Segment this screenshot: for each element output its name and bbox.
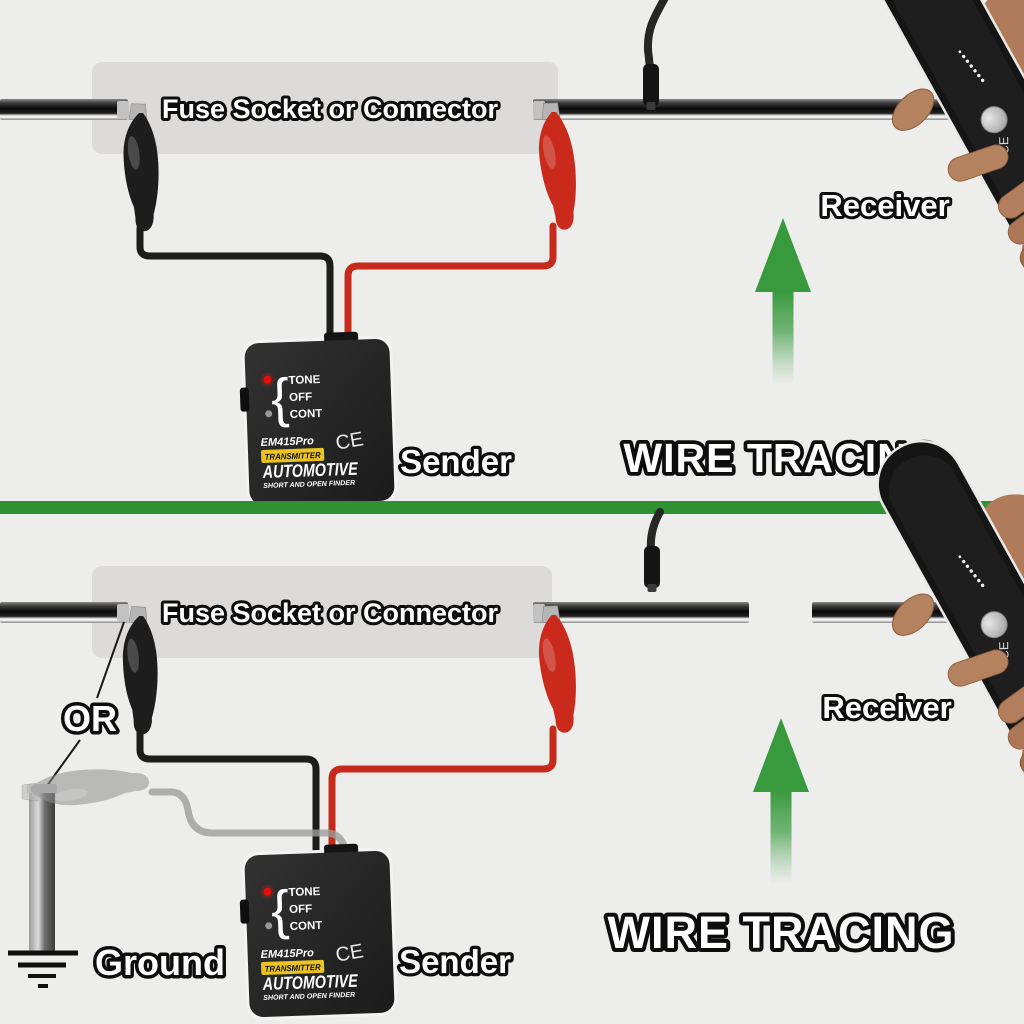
wire-end-tip <box>533 101 545 118</box>
panel-top: Fuse Socket or Connector Sender Receiver… <box>0 0 1024 509</box>
receiver-probe-nub <box>646 102 656 110</box>
red-test-lead <box>328 725 557 862</box>
panel-bottom: Fuse Socket or Connector OR Ground Sende… <box>0 384 1024 1021</box>
or-pointer-line-to-clip <box>96 621 125 699</box>
transmitter-sender-device <box>237 842 398 1021</box>
or-label: OR <box>63 698 117 739</box>
ground-symbol-icon <box>8 950 78 988</box>
receiver-probe-tip <box>644 546 660 588</box>
ground-label: Ground <box>95 942 225 983</box>
fuse-label-box <box>92 62 558 154</box>
ground-post <box>29 788 55 954</box>
receiver-probe-tip <box>643 64 659 106</box>
fuse-label-box <box>92 566 552 658</box>
transmitter-sender-device <box>237 330 398 509</box>
receiver-label: Receiver <box>822 690 951 725</box>
receiver-label: Receiver <box>820 188 949 223</box>
fuse-socket-label: Fuse Socket or Connector <box>162 94 499 124</box>
wire-middle <box>533 602 749 623</box>
sender-label: Sender <box>400 443 512 480</box>
wire-end-tip <box>117 604 129 621</box>
panel-divider <box>0 501 1024 514</box>
wire-end-tip <box>533 604 545 621</box>
black-test-lead <box>136 727 320 862</box>
sender-label: Sender <box>399 943 511 980</box>
wire-tracing-label: WIRE TRACING <box>608 907 955 958</box>
black-test-lead <box>136 224 334 350</box>
wire-left <box>0 602 128 623</box>
red-test-lead <box>344 222 557 350</box>
wire-end-tip <box>117 101 129 118</box>
receiver-probe-gooseneck <box>643 0 669 72</box>
gray-ground-lead <box>148 788 351 862</box>
receiver-probe-nub <box>647 584 657 592</box>
wire-left <box>0 99 128 120</box>
fuse-socket-label: Fuse Socket or Connector <box>162 598 499 628</box>
